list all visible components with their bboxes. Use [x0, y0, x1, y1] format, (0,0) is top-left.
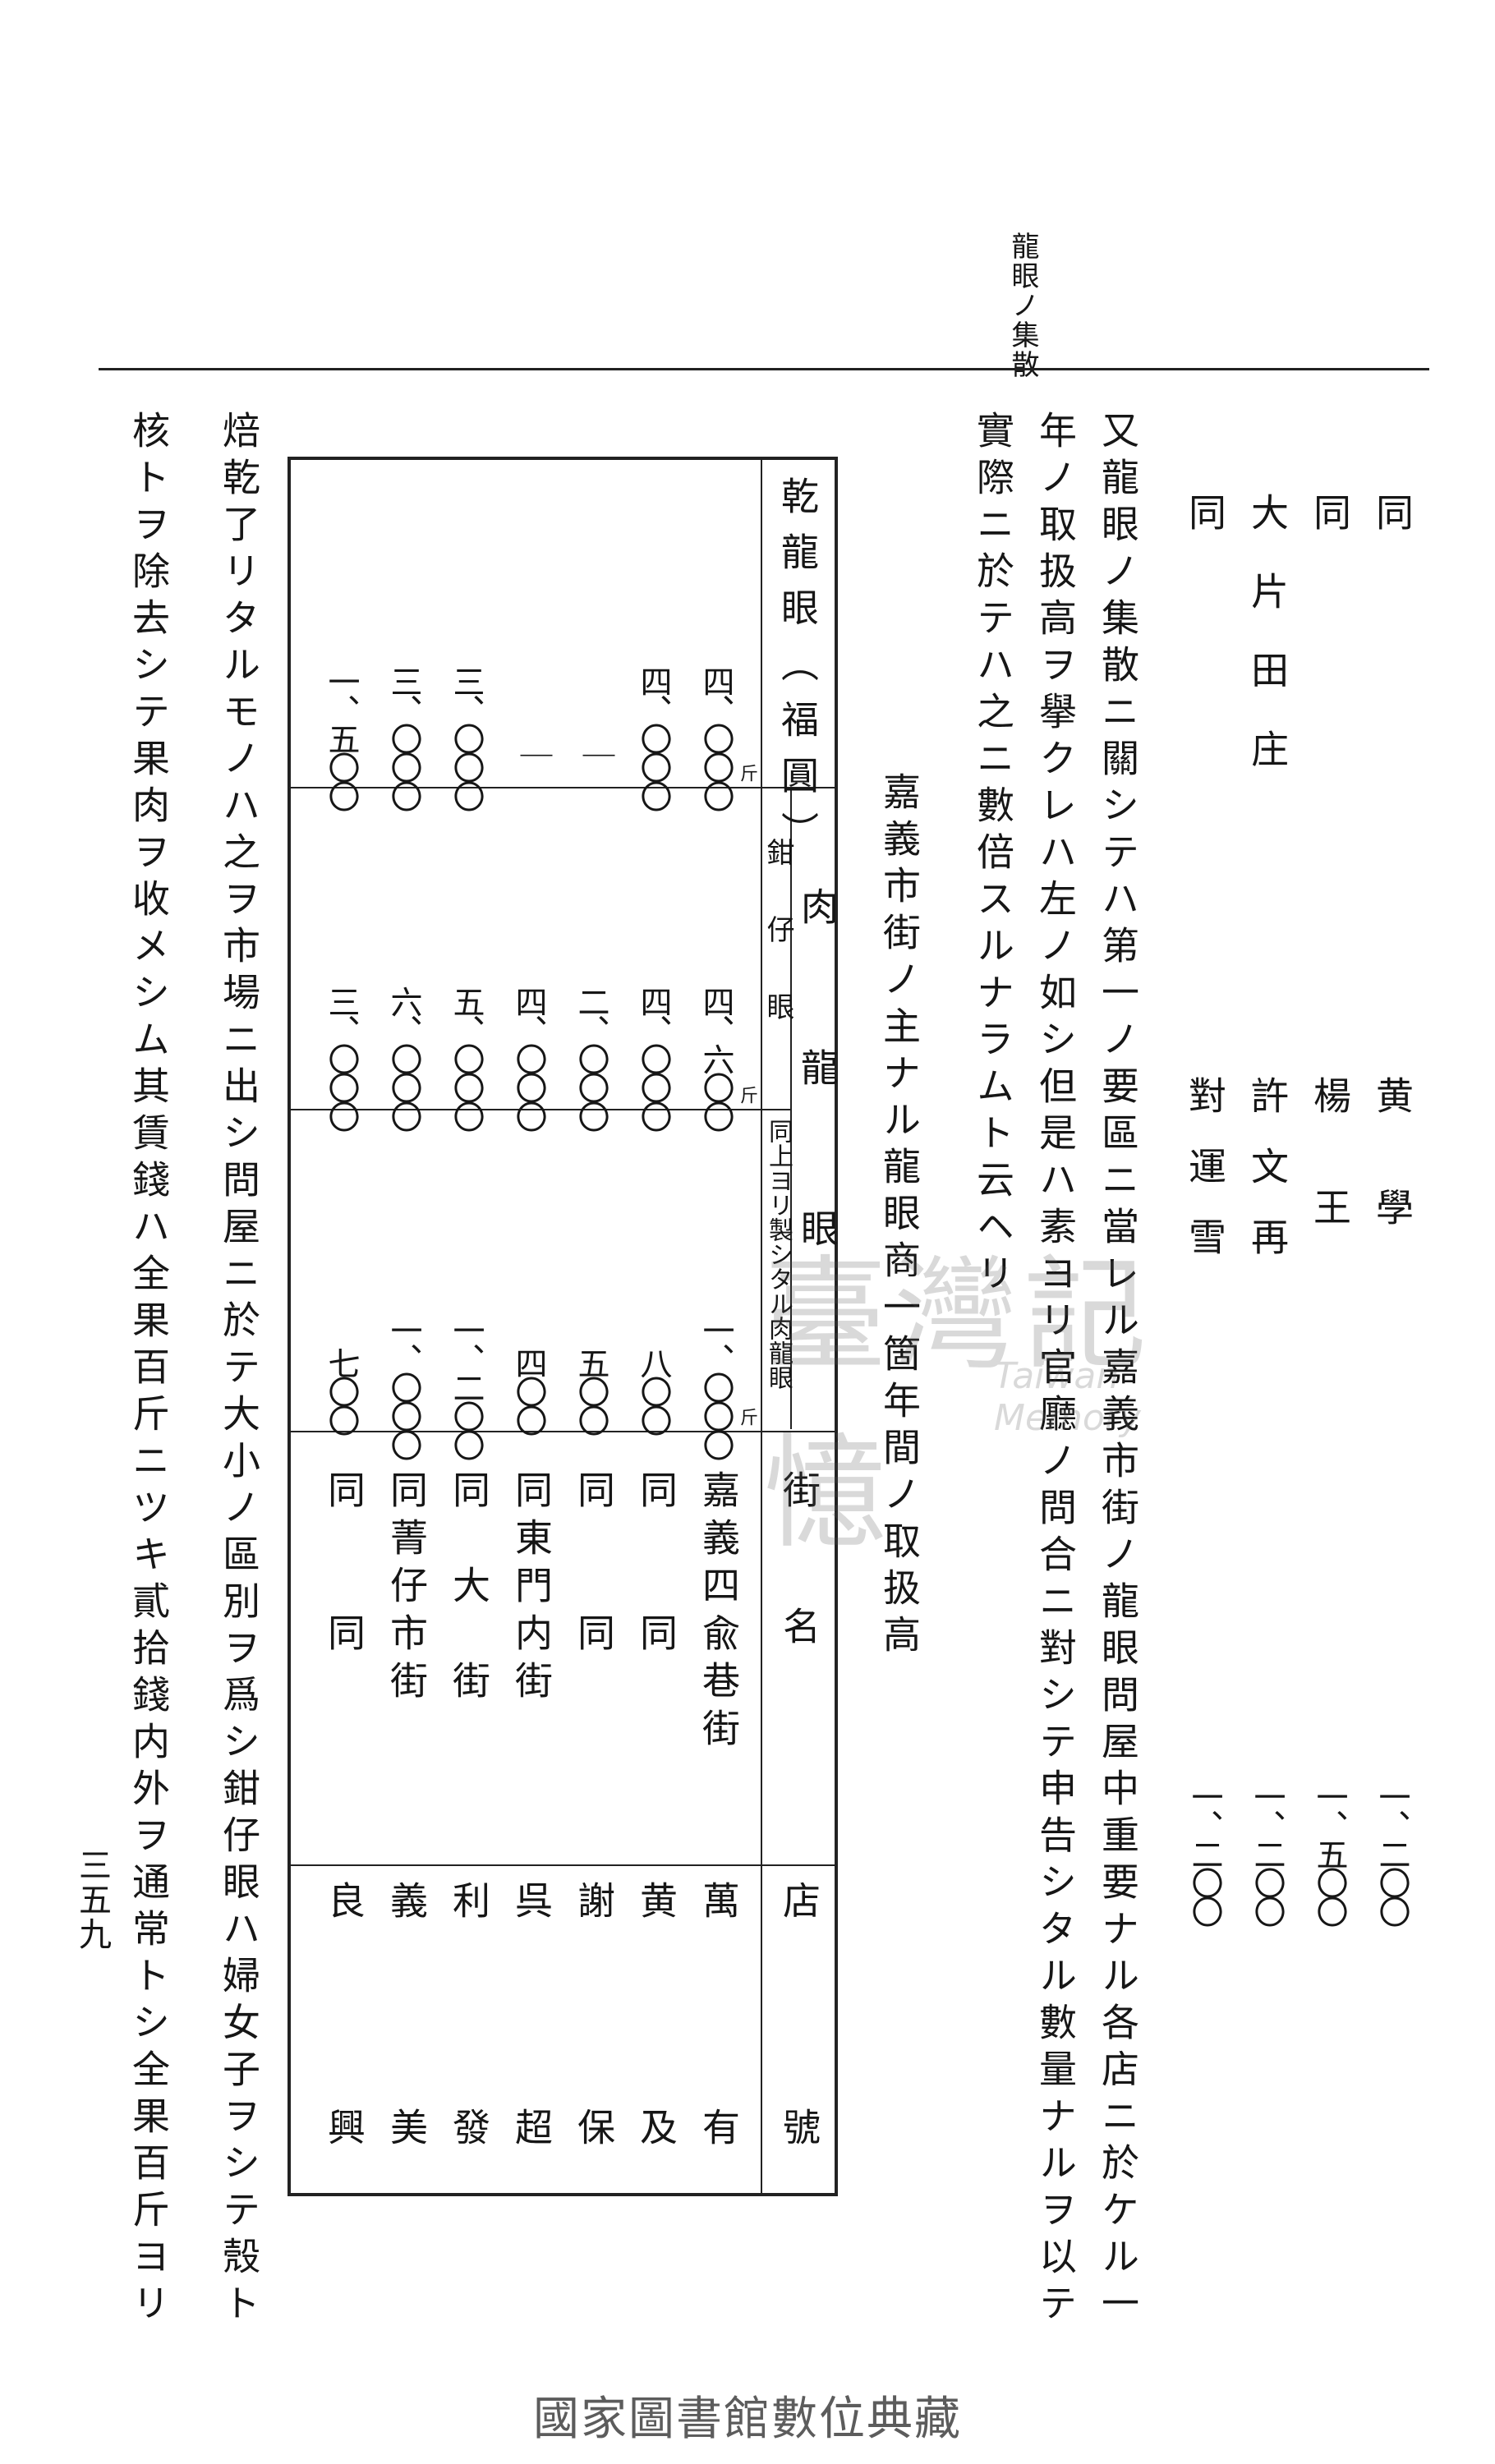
cell-flesh: 一、〇〇〇	[697, 1314, 734, 1458]
cell-street: 同菁仔市街	[384, 1470, 429, 1708]
cell-shop: 呉超	[509, 1881, 554, 2334]
cell-shop: 黄及	[634, 1881, 678, 2334]
table-rule	[288, 1864, 836, 1866]
header-dried-longan: 乾龍眼（福圓）	[775, 476, 820, 867]
cell-shop: 義美	[384, 1881, 429, 2334]
closing-line: 核トヲ除去シテ果肉ヲ收メシム其賃錢ハ全果百斤ニツキ貳拾錢内外ヲ通常トシ全果百斤ヨ…	[126, 411, 171, 2330]
archive-footer: 國家圖書館數位典藏	[533, 2393, 962, 2446]
cell-flesh: 八〇〇	[635, 1347, 672, 1433]
header-rule	[99, 368, 1429, 370]
cell-street: 同東門内街	[509, 1470, 554, 1708]
list-value: 一、五〇〇	[1311, 1781, 1348, 1924]
table-rule	[288, 1431, 836, 1432]
list-value: 一、二〇〇	[1249, 1781, 1286, 1924]
table-rule	[288, 1109, 792, 1110]
table-caption: 嘉義市街ノ主ナル龍眼商一箇年間ノ取扱高	[877, 772, 922, 1662]
paragraph-line: 又龍眼ノ集散ニ關シテハ第一ノ要區ニ當レル嘉義市街ノ龍眼問屋中重要ナル各店ニ於ケル…	[1096, 411, 1140, 2330]
table-rule	[288, 787, 836, 788]
cell-kanezai: 四、六〇〇	[697, 986, 734, 1129]
cell-kanezai: 四、〇〇〇	[635, 986, 672, 1129]
cell-kanezai: 三、〇〇〇	[323, 986, 360, 1129]
list-shop: 黄 學	[1370, 1076, 1414, 1243]
header-flesh-longan: 肉龍眼	[795, 887, 840, 1370]
table-border-top	[288, 457, 838, 460]
cell-dried: 三、〇〇〇	[385, 665, 422, 809]
cell-shop: 萬有	[697, 1881, 741, 2334]
cell-flesh: 五〇〇	[573, 1347, 610, 1433]
cell-street: 同 同	[322, 1470, 366, 1661]
cell-kanezai: 二、〇〇〇	[573, 986, 610, 1129]
cell-kanezai: 五、〇〇〇	[448, 986, 485, 1129]
cell-kanezai: 六、〇〇〇	[385, 986, 422, 1129]
cell-kanezai: 四、〇〇〇	[510, 986, 547, 1129]
cell-flesh: 一、二〇〇	[448, 1314, 485, 1458]
paragraph-line: 年ノ取扱高ヲ擧クレハ左ノ如シ但是ハ素ヨリ官廳ノ問合ニ對シテ申告シタル數量ナルヲ以…	[1033, 411, 1078, 2330]
cell-dried: 一、五〇〇	[323, 665, 360, 809]
unit-label: 斤	[737, 1086, 757, 1104]
header-kanezai: 鉗仔眼	[761, 838, 794, 1069]
paragraph-line: 實際ニ於テハ之ニ數倍スルナラムト云ヘリ	[971, 411, 1015, 1300]
list-value: 一、二〇〇	[1373, 1781, 1410, 1924]
cell-street: 同 同	[634, 1470, 678, 1661]
list-shop: 許文再	[1245, 1076, 1290, 1288]
list-shop: 對運雪	[1183, 1076, 1227, 1288]
cell-street: 同 同	[572, 1470, 616, 1661]
cell-dried: 三、〇〇〇	[448, 665, 485, 809]
unit-label: 斤	[737, 764, 757, 782]
cell-flesh: 七〇〇	[323, 1347, 360, 1433]
cell-dried: ｜	[577, 739, 614, 768]
header-column-divider	[761, 457, 762, 2196]
table-border-bottom	[288, 2193, 838, 2196]
list-street: 同	[1308, 493, 1352, 549]
list-street: 同	[1183, 493, 1227, 549]
closing-line: 焙乾了リタルモノハ之ヲ市場ニ出シ問屋ニ於テ大小ノ區別ヲ爲シ鉗仔眼ハ婦女子ヲシテ殼…	[217, 411, 261, 2330]
header-street-name: 街名	[777, 1470, 821, 1743]
cell-shop: 利發	[447, 1881, 491, 2334]
header-flesh-made: 同上ヨリ製シタル肉龍眼	[764, 1119, 793, 1390]
watermark-chinese: 臺灣記憶	[764, 1244, 1154, 1565]
unit-label: 斤	[737, 1408, 757, 1426]
table-border-left	[288, 457, 291, 2196]
header-shop-name: 店號	[777, 1881, 821, 2334]
watermark: 臺灣記憶 Taiwan Memory	[764, 1216, 1273, 1565]
table-border-right	[835, 457, 838, 2196]
cell-dried: 四、〇〇〇	[697, 665, 734, 809]
list-value: 一、二〇〇	[1186, 1781, 1223, 1924]
cell-shop: 良興	[322, 1881, 366, 2334]
page-number: 三五九	[73, 1848, 111, 1951]
running-head: 龍眼ノ集散	[1006, 232, 1039, 379]
cell-dried: 四、〇〇〇	[635, 665, 672, 809]
cell-street: 同 大 街	[447, 1470, 491, 1708]
cell-street: 嘉義四兪巷街	[697, 1470, 741, 1756]
cell-shop: 謝保	[572, 1881, 616, 2334]
cell-flesh: 四〇〇	[510, 1347, 547, 1433]
list-street: 同	[1370, 493, 1414, 549]
watermark-english: Taiwan Memory	[994, 1355, 1141, 1439]
list-street: 大片田庄	[1245, 493, 1290, 808]
cell-flesh: 一、〇〇〇	[385, 1314, 422, 1458]
cell-dried: ｜	[515, 739, 552, 768]
list-shop: 楊 王	[1308, 1076, 1352, 1243]
